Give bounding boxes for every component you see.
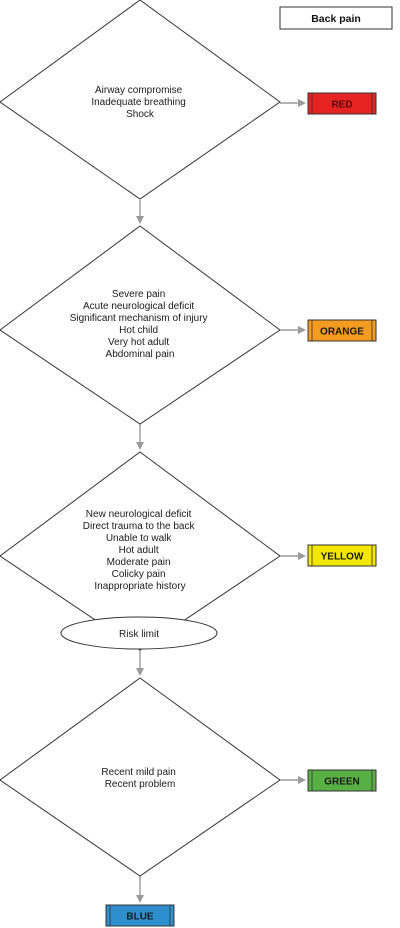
outcome-yellow: YELLOW xyxy=(307,544,377,567)
criterion: Airway compromise xyxy=(95,85,183,96)
criterion: Hot child xyxy=(119,325,158,336)
decision-diamond-2: Severe pain Acute neurological deficit S… xyxy=(0,225,281,425)
decision-diamond-4: Recent mild pain Recent problem xyxy=(0,677,281,877)
outcome-label: GREEN xyxy=(324,777,360,788)
criterion: Direct trauma to the back xyxy=(83,521,196,532)
risk-limit-label: Risk limit xyxy=(119,629,159,640)
criterion: Moderate pain xyxy=(107,557,171,568)
decision-diamond-1: Airway compromise Inadequate breathing S… xyxy=(0,0,281,200)
criterion: Recent problem xyxy=(105,779,176,790)
criterion: Significant mechanism of injury xyxy=(70,313,208,324)
outcome-label: ORANGE xyxy=(320,327,364,338)
criterion: Abdominal pain xyxy=(106,349,175,360)
criterion: Inappropriate history xyxy=(94,581,185,592)
criterion: Shock xyxy=(126,109,155,120)
svg-text:Recent mild pain Recent: Recent mild pain Recent problem xyxy=(101,767,178,790)
outcome-label: BLUE xyxy=(126,912,154,923)
criterion: Severe pain xyxy=(112,289,165,300)
outcome-label: RED xyxy=(331,100,352,111)
criterion: Very hot adult xyxy=(108,337,169,348)
criterion: Colicky pain xyxy=(112,569,166,580)
criterion: Unable to walk xyxy=(106,533,173,544)
decision-diamond-3: New neurological deficit Direct trauma t… xyxy=(0,451,281,651)
svg-text:Severe pain Acute neurol: Severe pain Acute neurological deficit S… xyxy=(70,289,211,360)
title: Back pain xyxy=(311,13,361,25)
outcome-orange: ORANGE xyxy=(307,319,377,342)
criterion: Recent mild pain xyxy=(101,767,175,778)
risk-limit-marker: Risk limit xyxy=(60,616,218,650)
criterion: New neurological deficit xyxy=(86,509,192,520)
outcome-label: YELLOW xyxy=(321,552,364,563)
title-box: Back pain xyxy=(279,6,393,30)
outcome-blue: BLUE xyxy=(105,904,175,927)
criterion: Inadequate breathing xyxy=(91,97,186,108)
outcome-red: RED xyxy=(307,92,377,115)
svg-text:Airway compromise Inadeq: Airway compromise Inadequate breathing S… xyxy=(91,85,188,120)
svg-text:New neurological deficit: New neurological deficit Direct trauma t… xyxy=(83,509,198,592)
outcome-green: GREEN xyxy=(307,769,377,792)
criterion: Hot adult xyxy=(119,545,159,556)
criterion: Acute neurological deficit xyxy=(83,301,194,312)
